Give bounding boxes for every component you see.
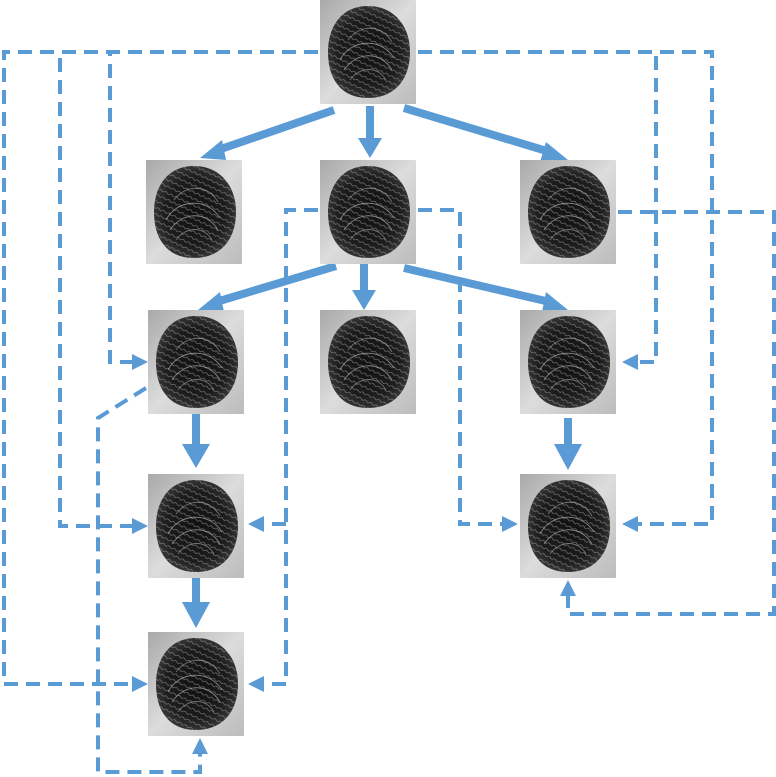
- arrowhead-solid-l1-center-l2-right: [542, 292, 568, 312]
- fingerprint-l2-right: [519, 309, 617, 415]
- dashed-edge-root-l2-left: [108, 50, 318, 364]
- arrowhead-solid-l2-left-l3-left: [182, 444, 210, 468]
- fingerprint-l3-right: [519, 473, 617, 579]
- solid-edge-l1-center-l2-left: [214, 262, 338, 306]
- arrowhead-l1-center-l3-right: [502, 516, 518, 532]
- fingerprint-l4-left: [147, 631, 245, 737]
- solid-edge-l1-center-l2-right: [403, 264, 551, 306]
- fingerprint-l3-left: [147, 473, 245, 579]
- fingerprint-l2-left: [147, 309, 245, 415]
- fingerprint-l2-center: [319, 309, 417, 415]
- dashed-edge-root-l3-right: [418, 50, 714, 526]
- arrowhead-solid-root-l1-right: [540, 142, 568, 162]
- arrowhead-l1-right-l3-right: [560, 580, 576, 596]
- dashed-edge-root-l2-right: [418, 50, 658, 364]
- dashed-edge-l1-center-l4-left: [262, 208, 318, 686]
- arrowhead-root-l3-left: [132, 518, 148, 534]
- arrowhead-solid-root-l1-left: [200, 140, 226, 160]
- fingerprint-l1-left: [145, 159, 243, 265]
- arrowhead-root-l2-right: [622, 354, 638, 370]
- arrowhead-root-l2-left: [132, 354, 148, 370]
- arrowhead-l1-center-l4-left: [248, 676, 264, 692]
- arrowhead-solid-root-l1-center: [358, 138, 382, 158]
- arrowhead-l2-left-l4-left: [192, 738, 208, 754]
- arrowhead-solid-l1-center-l2-center: [352, 290, 376, 310]
- nodes: [145, 0, 617, 737]
- arrowhead-solid-l1-center-l2-left: [198, 292, 224, 312]
- dashed-edges: [2, 50, 776, 774]
- fingerprint-l1-right: [519, 159, 617, 265]
- dashed-edge-l1-center-l3-right: [418, 208, 506, 526]
- arrowhead-l1-center-l3-left: [248, 516, 264, 532]
- arrowhead-solid-l3-left-l4-left: [182, 602, 210, 628]
- solid-edges: [182, 104, 582, 628]
- fingerprint-root: [319, 0, 417, 105]
- arrowhead-solid-l2-right-l3-right: [554, 444, 582, 470]
- arrowhead-root-l4-left: [132, 676, 148, 692]
- dashed-edge-l2-left-l4-left: [96, 386, 202, 774]
- fingerprint-l1-center: [319, 159, 417, 265]
- dashed-edge-l1-right-l3-right: [566, 210, 776, 616]
- solid-edge-root-l1-left: [216, 106, 336, 154]
- solid-edge-root-l1-right: [402, 104, 552, 156]
- arrowhead-root-l3-right: [622, 516, 638, 532]
